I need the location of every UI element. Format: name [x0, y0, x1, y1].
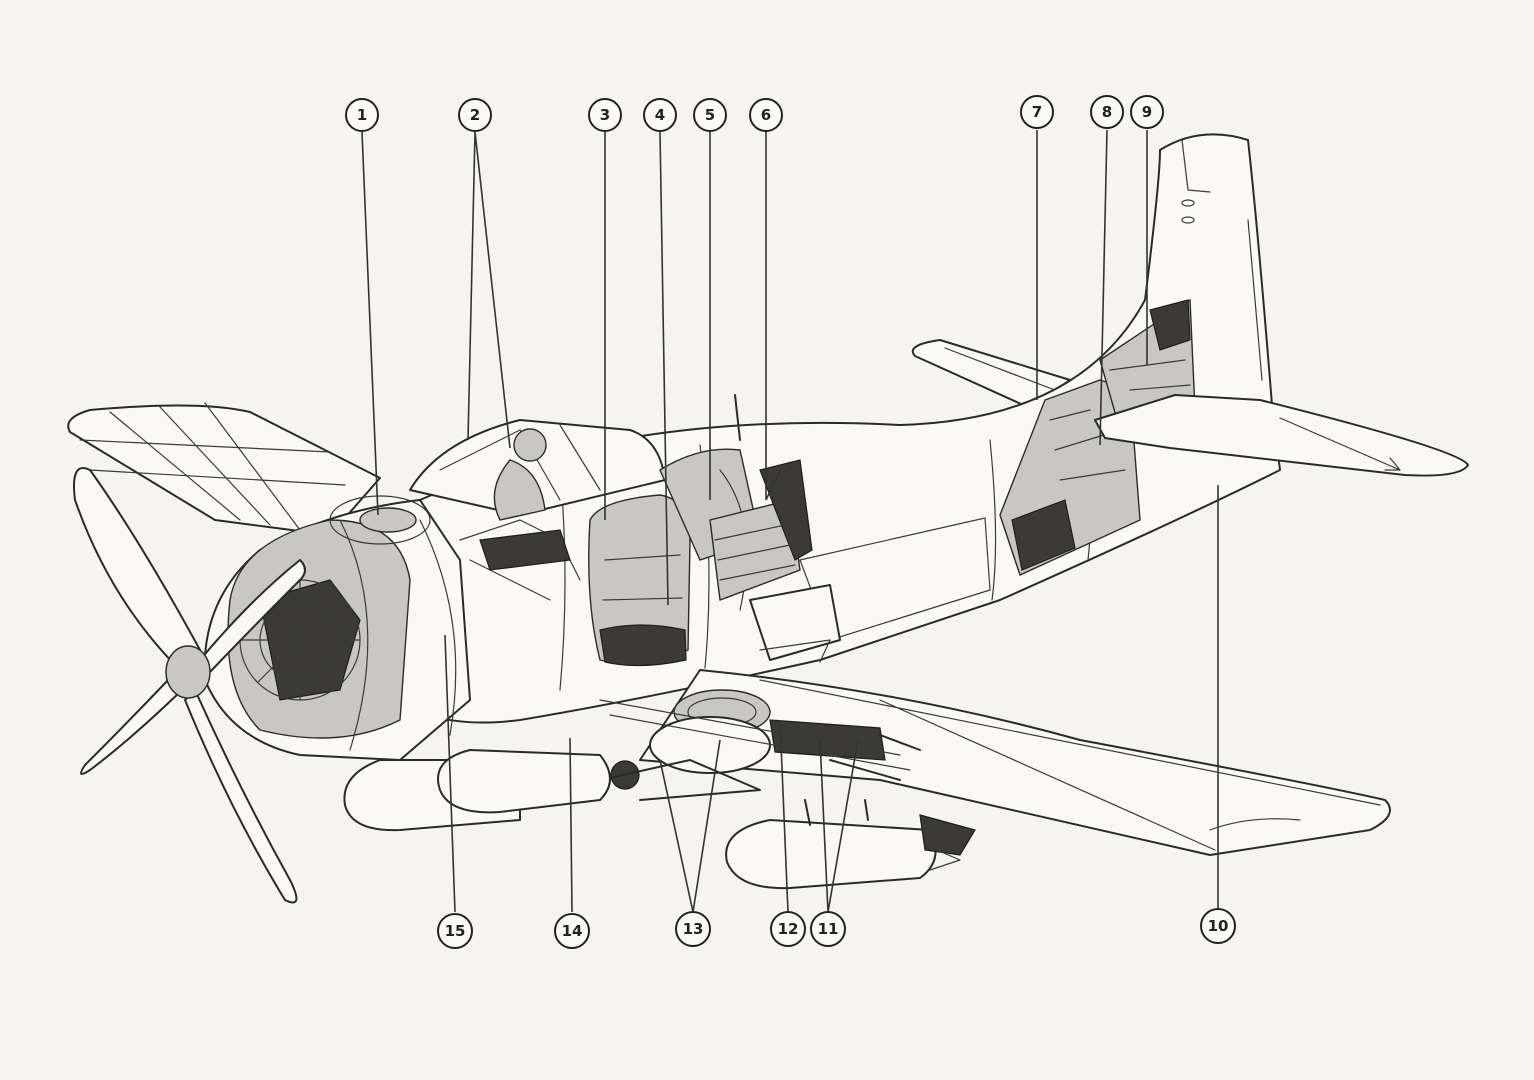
- callout-6: 6: [749, 98, 783, 132]
- callout-1-label: 1: [357, 106, 367, 124]
- callout-5-label: 5: [705, 106, 715, 124]
- leader-4: [659, 131, 669, 606]
- far-wing: [67, 402, 381, 536]
- leader-1: [361, 131, 379, 516]
- near-stabilizer: [1094, 394, 1469, 477]
- callout-6-label: 6: [761, 106, 771, 124]
- callout-14: 14: [554, 913, 590, 949]
- callout-4: 4: [643, 98, 677, 132]
- leader-8: [1099, 129, 1108, 446]
- callout-13-label: 13: [683, 920, 704, 938]
- callout-11: 11: [810, 911, 846, 947]
- drop-tanks: [343, 749, 976, 890]
- callout-8-label: 8: [1102, 103, 1112, 121]
- callout-1: 1: [345, 98, 379, 132]
- callout-5: 5: [693, 98, 727, 132]
- callout-14-label: 14: [562, 922, 583, 940]
- cockpit: [409, 419, 666, 601]
- propeller: [73, 467, 306, 904]
- leader-15: [444, 634, 456, 913]
- leader-12: [779, 719, 789, 913]
- near-wing: [639, 669, 1391, 856]
- callout-10-label: 10: [1208, 917, 1229, 935]
- callout-2-label: 2: [470, 106, 480, 124]
- far-stabilizer: [911, 339, 1071, 409]
- callout-13: 13: [675, 911, 711, 947]
- callout-7-label: 7: [1032, 103, 1042, 121]
- callout-12: 12: [770, 911, 806, 947]
- callout-9: 9: [1130, 95, 1164, 129]
- callout-2: 2: [458, 98, 492, 132]
- callout-4-label: 4: [655, 106, 665, 124]
- callout-12-label: 12: [778, 920, 799, 938]
- engine-section: [203, 495, 471, 761]
- leader-6: [765, 132, 781, 501]
- callout-7: 7: [1020, 95, 1054, 129]
- leader-lines: [361, 129, 1219, 913]
- leader-14: [569, 737, 573, 913]
- callout-8: 8: [1090, 95, 1124, 129]
- callout-11-label: 11: [818, 920, 839, 938]
- callout-15: 15: [437, 913, 473, 949]
- leader-11: [819, 739, 859, 913]
- callout-9-label: 9: [1142, 103, 1152, 121]
- callout-15-label: 15: [445, 922, 466, 940]
- callout-10: 10: [1200, 908, 1236, 944]
- leader-13: [659, 739, 721, 913]
- callout-3: 3: [588, 98, 622, 132]
- callouts: 1 2 3 4 5 6 7 8: [345, 95, 1236, 949]
- callout-3-label: 3: [600, 106, 610, 124]
- leader-2: [467, 131, 511, 449]
